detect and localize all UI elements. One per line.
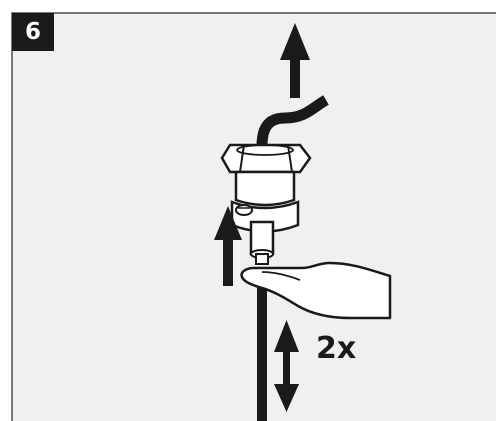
hand-icon [240,261,392,320]
repeat-count-label: 2x [316,331,357,366]
double-arrow-icon [274,320,299,412]
step-number-badge: 6 [12,13,54,51]
step-number: 6 [24,19,41,45]
push-up-arrow-icon [214,206,242,286]
thumb-line [261,271,301,281]
lower-cable [257,272,267,421]
fitting-body [230,170,300,233]
pull-up-arrow-icon [280,23,310,98]
fitting-stem [249,220,275,265]
hex-nut-icon [220,143,312,174]
upper-cable [256,95,329,147]
